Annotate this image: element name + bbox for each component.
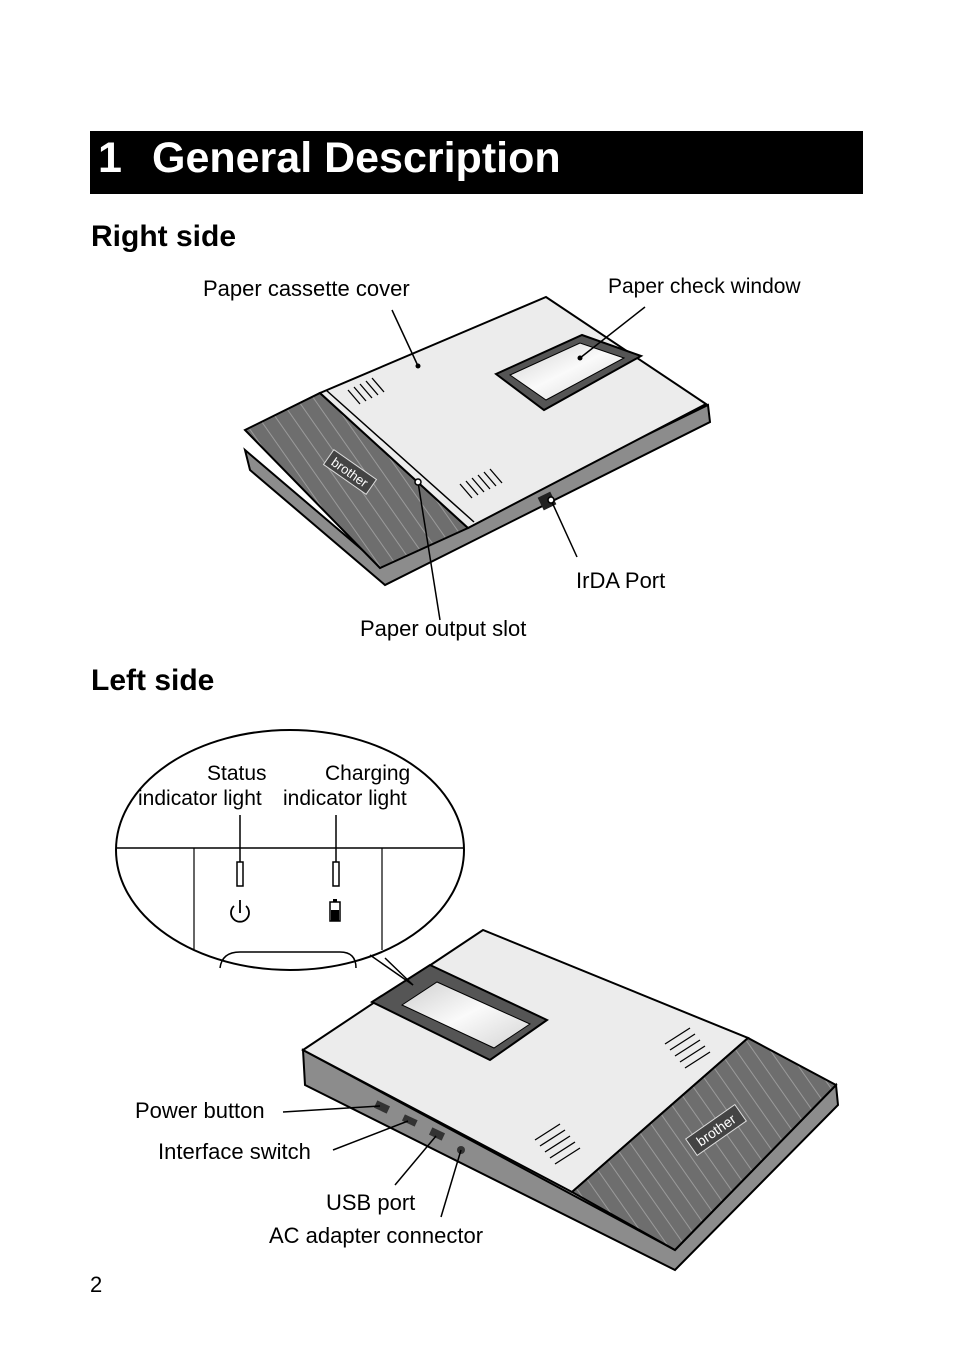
left-side-heading: Left side (91, 664, 215, 697)
right-side-device: brother (243, 295, 712, 621)
charging-light-label-line1: Charging (325, 762, 411, 785)
power-icon (230, 900, 250, 923)
chapter-title: General Description (152, 134, 561, 182)
status-light-label-line2: indicator light (138, 787, 262, 810)
chapter-number: 1 (98, 134, 122, 182)
status-light-label-line1: Status (207, 762, 267, 785)
left-side-device: brother (115, 729, 840, 1272)
charging-light-label-line2: indicator light (283, 787, 407, 810)
battery-icon (329, 899, 341, 922)
page-number: 2 (90, 1272, 103, 1297)
ac-adapter-connector-label: AC adapter connector (269, 1223, 484, 1248)
paper-output-slot-label: Paper output slot (360, 616, 527, 641)
paper-check-window-label: Paper check window (608, 275, 801, 298)
usb-port-label: USB port (326, 1190, 416, 1215)
chapter-header: 1 General Description (90, 131, 863, 194)
irda-port-label: IrDA Port (576, 568, 666, 593)
interface-switch-label: Interface switch (158, 1139, 311, 1164)
right-side-heading: Right side (91, 220, 237, 253)
power-button-label: Power button (135, 1098, 265, 1123)
paper-cassette-cover-label: Paper cassette cover (203, 276, 410, 301)
